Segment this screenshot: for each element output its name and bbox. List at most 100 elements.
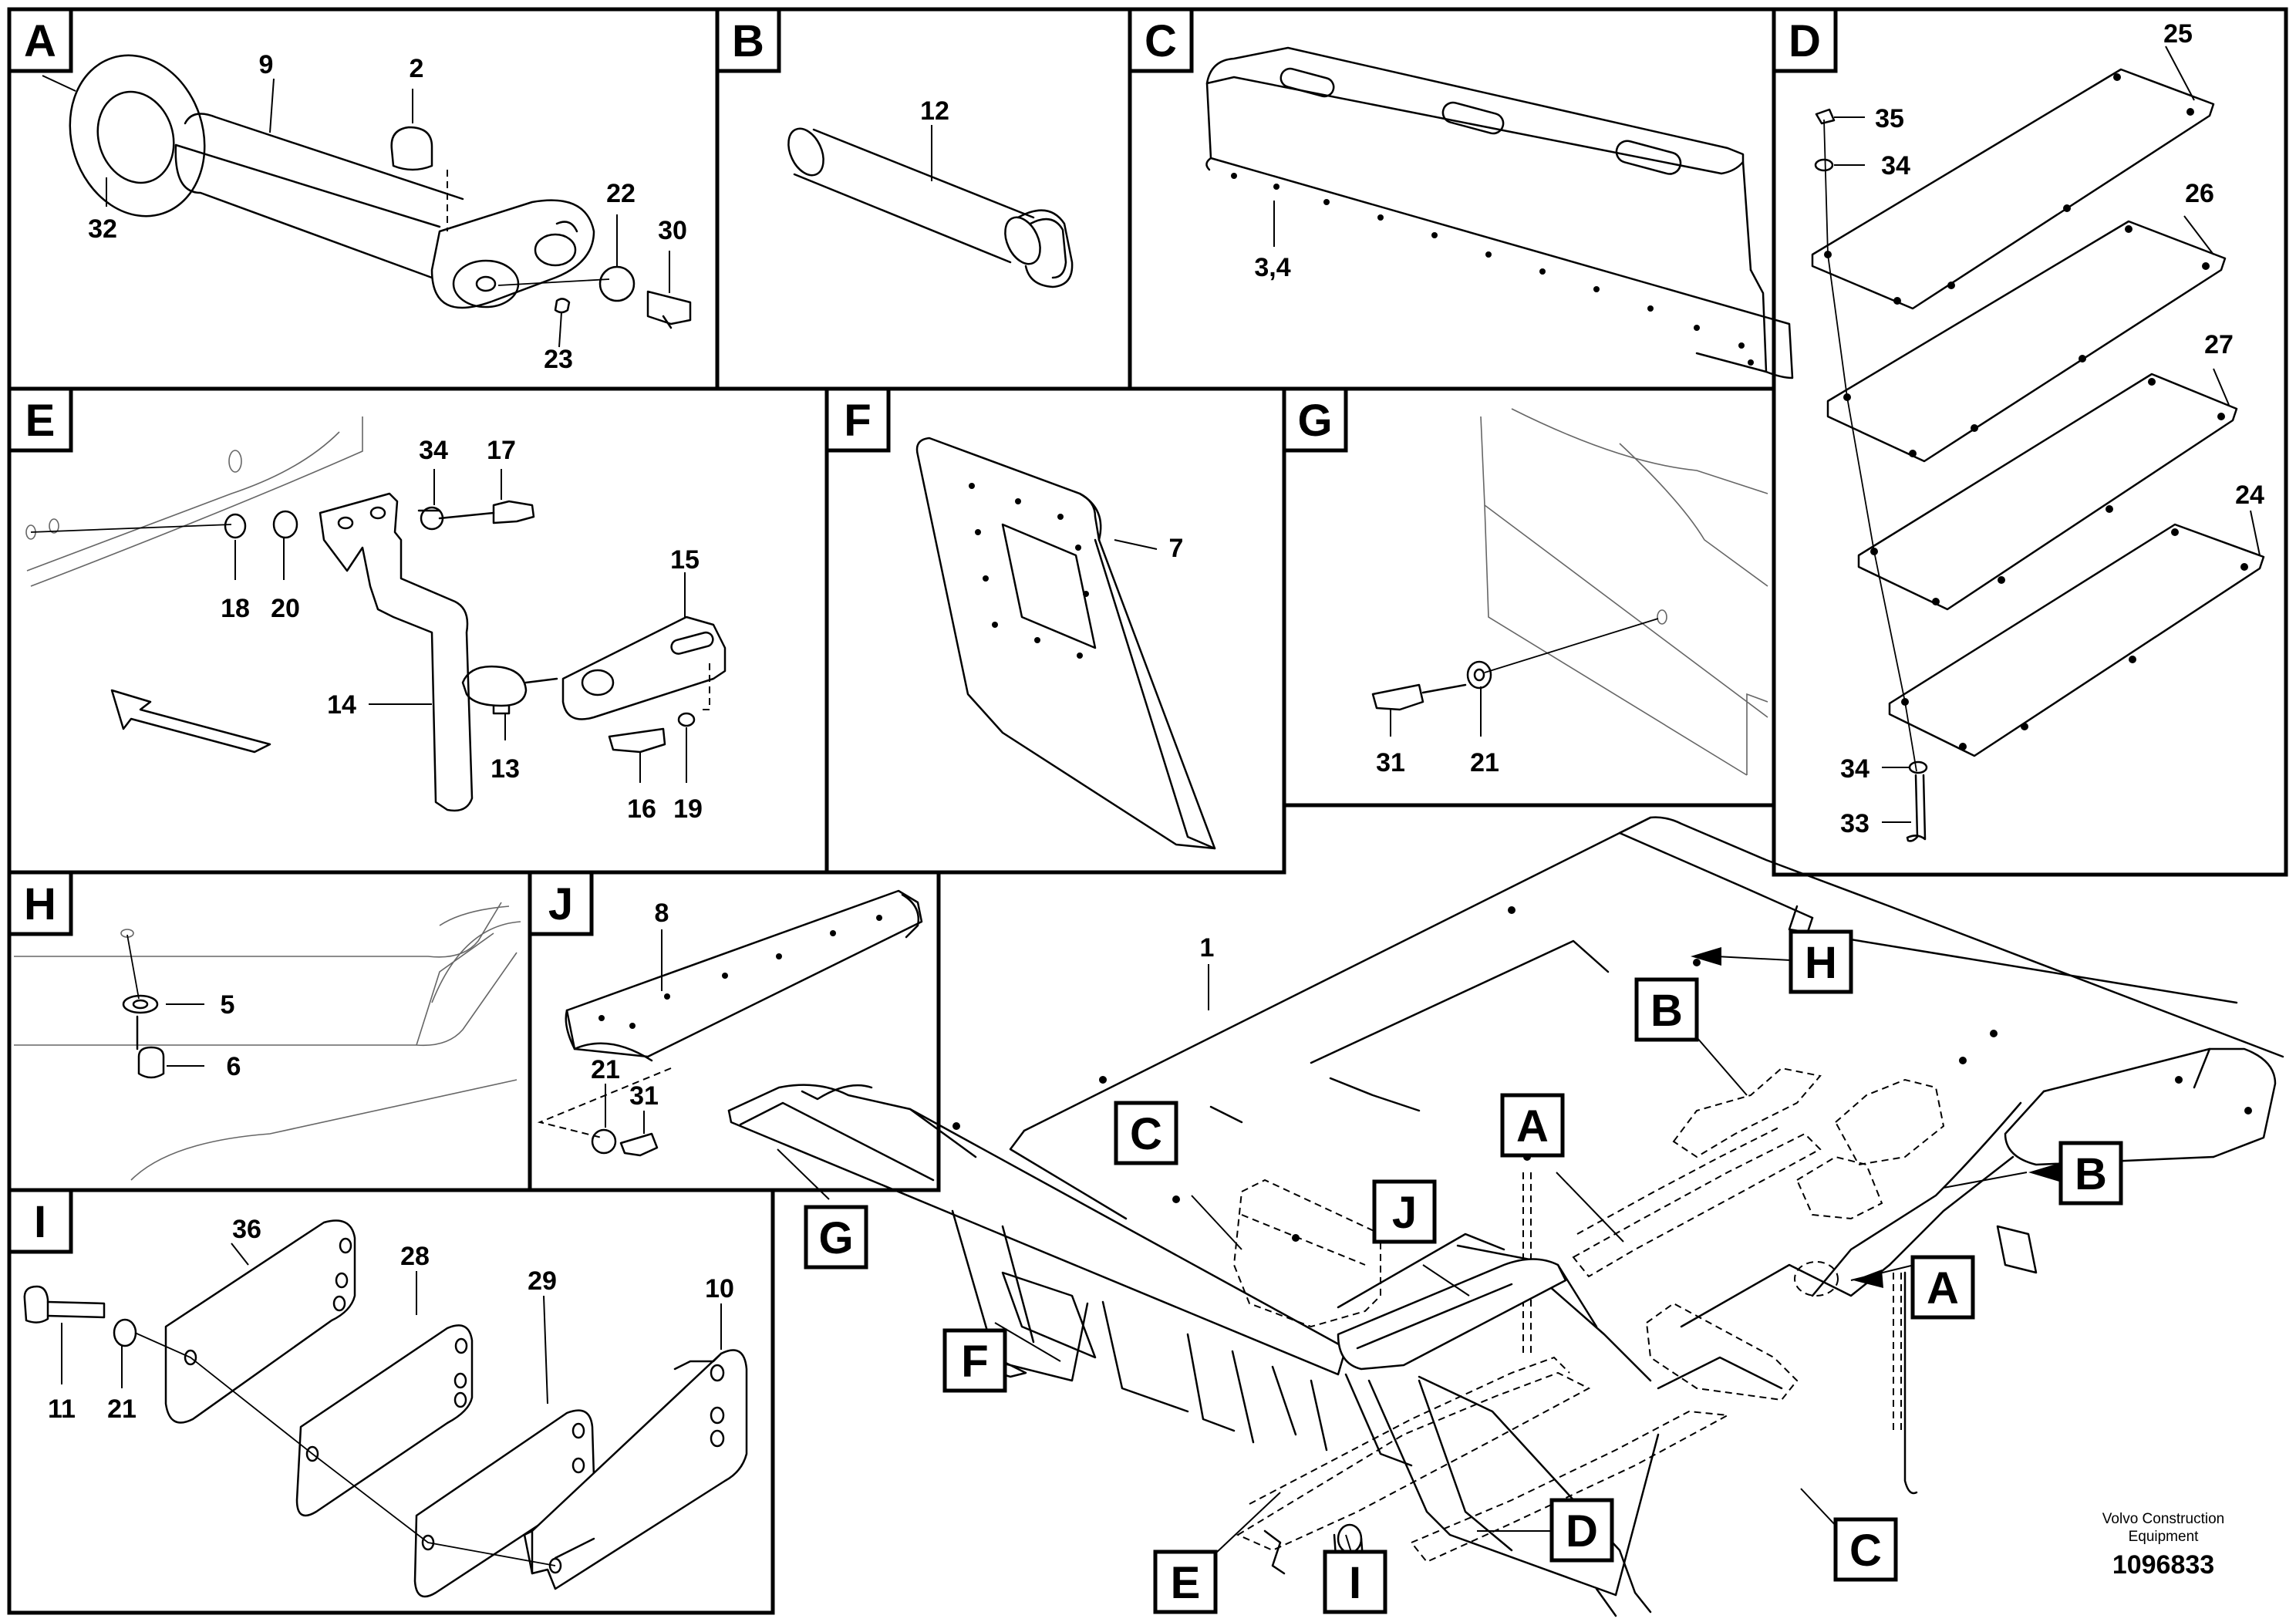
- panel-i-callout-36: 36: [232, 1215, 261, 1244]
- panel-g-callout-31: 31: [1376, 748, 1405, 777]
- svg-text:J: J: [548, 879, 573, 929]
- main-callout-1: 1: [1200, 933, 1215, 963]
- panel-g-callout-21: 21: [1470, 748, 1499, 777]
- panel-f-callout-7: 7: [1169, 534, 1184, 563]
- svg-text:I: I: [34, 1197, 46, 1247]
- svg-text:G: G: [818, 1213, 853, 1263]
- panel-j-callouts: 8 21 31: [591, 899, 669, 1134]
- panel-tag-a: A: [7, 7, 73, 73]
- panel-tag-b: B: [715, 7, 781, 73]
- main-ref-leaders: [777, 947, 2059, 1560]
- panel-e-callout-15: 15: [670, 545, 700, 575]
- panel-a-callout-23: 23: [544, 345, 573, 374]
- panel-e-callout-19: 19: [673, 794, 703, 824]
- svg-text:G: G: [1297, 396, 1332, 446]
- main-ref-box-g: G: [804, 1205, 868, 1270]
- svg-text:F: F: [961, 1337, 988, 1387]
- panel-d-callouts: 25 35 34 26 27 24 34 33: [1834, 19, 2264, 838]
- panel-i-callouts: 36 28 29 10 11 21: [48, 1215, 734, 1424]
- panel-e-callout-20: 20: [271, 594, 300, 623]
- svg-text:F: F: [844, 396, 871, 446]
- panel-h-callout-6: 6: [227, 1052, 241, 1081]
- svg-text:C: C: [1130, 1109, 1162, 1159]
- main-ref-box-a-right: A: [1910, 1255, 1975, 1320]
- panel-i-callout-28: 28: [400, 1242, 430, 1271]
- svg-text:J: J: [1392, 1188, 1417, 1238]
- main-ref-box-b-upper: B: [1634, 977, 1699, 1042]
- panel-h-callouts: 5 6: [166, 990, 241, 1081]
- main-body-assembly-drawing: [727, 816, 2284, 1617]
- panel-d-callout-24: 24: [2235, 481, 2264, 510]
- panel-e-callout-34: 34: [419, 436, 448, 465]
- main-ref-box-b-right: B: [2058, 1141, 2123, 1206]
- panel-b-callout-12: 12: [920, 96, 949, 126]
- svg-text:D: D: [1789, 16, 1821, 66]
- main-ref-box-d: D: [1549, 1498, 1614, 1563]
- svg-text:H: H: [24, 879, 56, 929]
- panel-j-callout-21: 21: [591, 1055, 620, 1084]
- svg-text:B: B: [1650, 986, 1683, 1036]
- panel-a-callout-22: 22: [606, 179, 636, 208]
- panel-c-callout-3-4: 3,4: [1254, 253, 1290, 282]
- panel-b-drawing: [787, 127, 1074, 288]
- panel-tag-c: C: [1128, 7, 1194, 73]
- panel-tag-d: D: [1772, 7, 1838, 73]
- main-ref-box-f: F: [942, 1328, 1007, 1393]
- panel-e-callout-18: 18: [221, 594, 250, 623]
- panel-a-drawing: [69, 54, 692, 329]
- panel-f-drawing: [915, 437, 1216, 850]
- panel-a-callouts: 9 2 22 30 32 23: [42, 50, 687, 374]
- panel-c-drawing: [1205, 46, 1794, 379]
- panel-frames: [7, 7, 2288, 1615]
- main-ref-box-e: E: [1153, 1549, 1218, 1614]
- panel-g-callouts: 31 21: [1376, 686, 1499, 777]
- drawing-footer: Volvo Construction Equipment 1096833: [2102, 1511, 2224, 1580]
- panel-d-callout-34-lower: 34: [1840, 754, 1870, 784]
- panel-i-callout-29: 29: [528, 1266, 557, 1296]
- panel-i-callout-21: 21: [107, 1394, 137, 1424]
- panel-a-callout-32: 32: [88, 214, 117, 244]
- panel-h-callout-5: 5: [221, 990, 235, 1020]
- main-ref-box-a-upper: A: [1500, 1093, 1565, 1158]
- footer-brand-line2: Equipment: [2129, 1529, 2200, 1545]
- panel-tag-j: J: [528, 870, 594, 936]
- panel-e-callout-13: 13: [491, 754, 520, 784]
- panel-e-callout-16: 16: [627, 794, 656, 824]
- main-ref-box-h: H: [1789, 929, 1853, 994]
- panel-i-callout-11: 11: [48, 1394, 76, 1424]
- panel-b-callouts: 12: [920, 96, 949, 181]
- main-callouts: 1: [1200, 933, 1215, 1010]
- panel-j-callout-31: 31: [629, 1081, 659, 1111]
- panel-e-callout-17: 17: [487, 436, 516, 465]
- svg-text:D: D: [1566, 1506, 1598, 1556]
- svg-text:I: I: [1349, 1558, 1361, 1608]
- panel-tag-i: I: [7, 1188, 73, 1254]
- panel-e-drawing: [25, 416, 727, 812]
- panel-d-callout-33: 33: [1840, 809, 1870, 838]
- main-ref-box-c-left: C: [1114, 1101, 1178, 1165]
- panel-a-callout-30: 30: [658, 216, 687, 245]
- svg-text:H: H: [1805, 938, 1837, 988]
- svg-text:A: A: [24, 16, 56, 66]
- panel-i-callout-10: 10: [705, 1274, 734, 1303]
- panel-e-callout-14: 14: [327, 690, 356, 720]
- panel-d-callout-25: 25: [2163, 19, 2193, 49]
- panel-j-drawing: [537, 889, 923, 1157]
- svg-text:C: C: [1145, 16, 1177, 66]
- footer-brand-line1: Volvo Construction: [2102, 1511, 2224, 1527]
- panel-a-callout-2: 2: [410, 54, 424, 83]
- panel-tag-h: H: [7, 870, 73, 936]
- panel-c-callouts: 3,4: [1254, 201, 1291, 282]
- panel-d-callout-26: 26: [2185, 179, 2214, 208]
- panel-i-drawing: [23, 1219, 748, 1598]
- svg-text:A: A: [1927, 1263, 1959, 1313]
- panel-d-drawing: [1811, 68, 2265, 842]
- panel-f-callouts: 7: [1114, 534, 1183, 563]
- svg-text:E: E: [25, 396, 56, 446]
- panel-a-callout-9: 9: [259, 50, 274, 79]
- panel-tag-g: G: [1282, 386, 1348, 453]
- svg-text:B: B: [732, 16, 764, 66]
- svg-text:E: E: [1171, 1558, 1201, 1608]
- footer-drawing-number: 1096833: [2112, 1550, 2214, 1580]
